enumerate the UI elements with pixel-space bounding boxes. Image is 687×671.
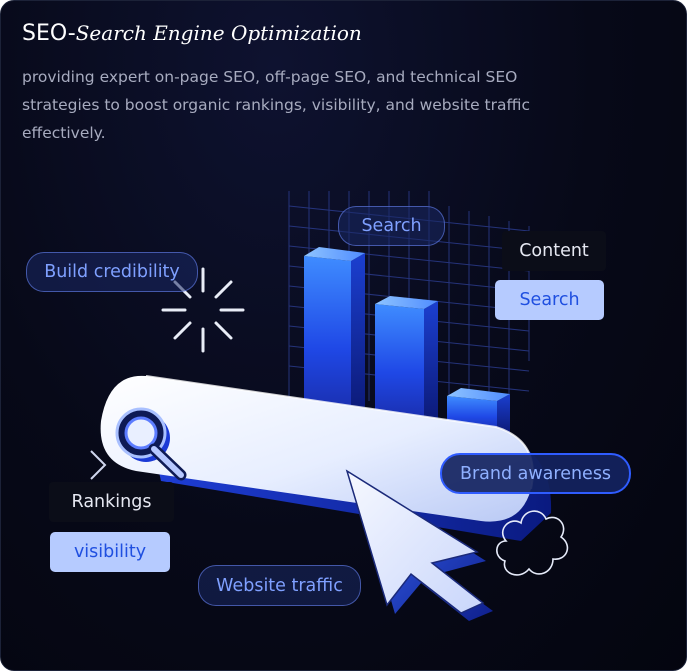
bar-column-tall: [304, 247, 365, 413]
tag-content: Content: [502, 231, 606, 271]
tag-search: Search: [338, 206, 445, 246]
magnifier-icon: [115, 407, 187, 481]
tag-brand-awareness: Brand awareness: [440, 453, 631, 494]
wavy-cloud-icon: [496, 510, 569, 576]
tag-website-traffic: Website traffic: [198, 565, 361, 606]
tag-rankings: Rankings: [49, 482, 174, 522]
tag-build-credibility: Build credibility: [26, 252, 198, 292]
tag-search-light: Search: [495, 280, 604, 320]
title-italic: Search Engine Optimization: [75, 21, 362, 45]
arrow-cursor-icon: [345, 469, 493, 621]
tag-visibility: visibility: [50, 532, 170, 572]
card-title: SEO-Search Engine Optimization: [22, 21, 362, 46]
chevron-right-icon: [90, 450, 107, 480]
card-description: providing expert on-page SEO, off-page S…: [22, 68, 531, 142]
bar-column-mid: [375, 296, 438, 421]
title-lead: SEO-: [22, 21, 76, 46]
